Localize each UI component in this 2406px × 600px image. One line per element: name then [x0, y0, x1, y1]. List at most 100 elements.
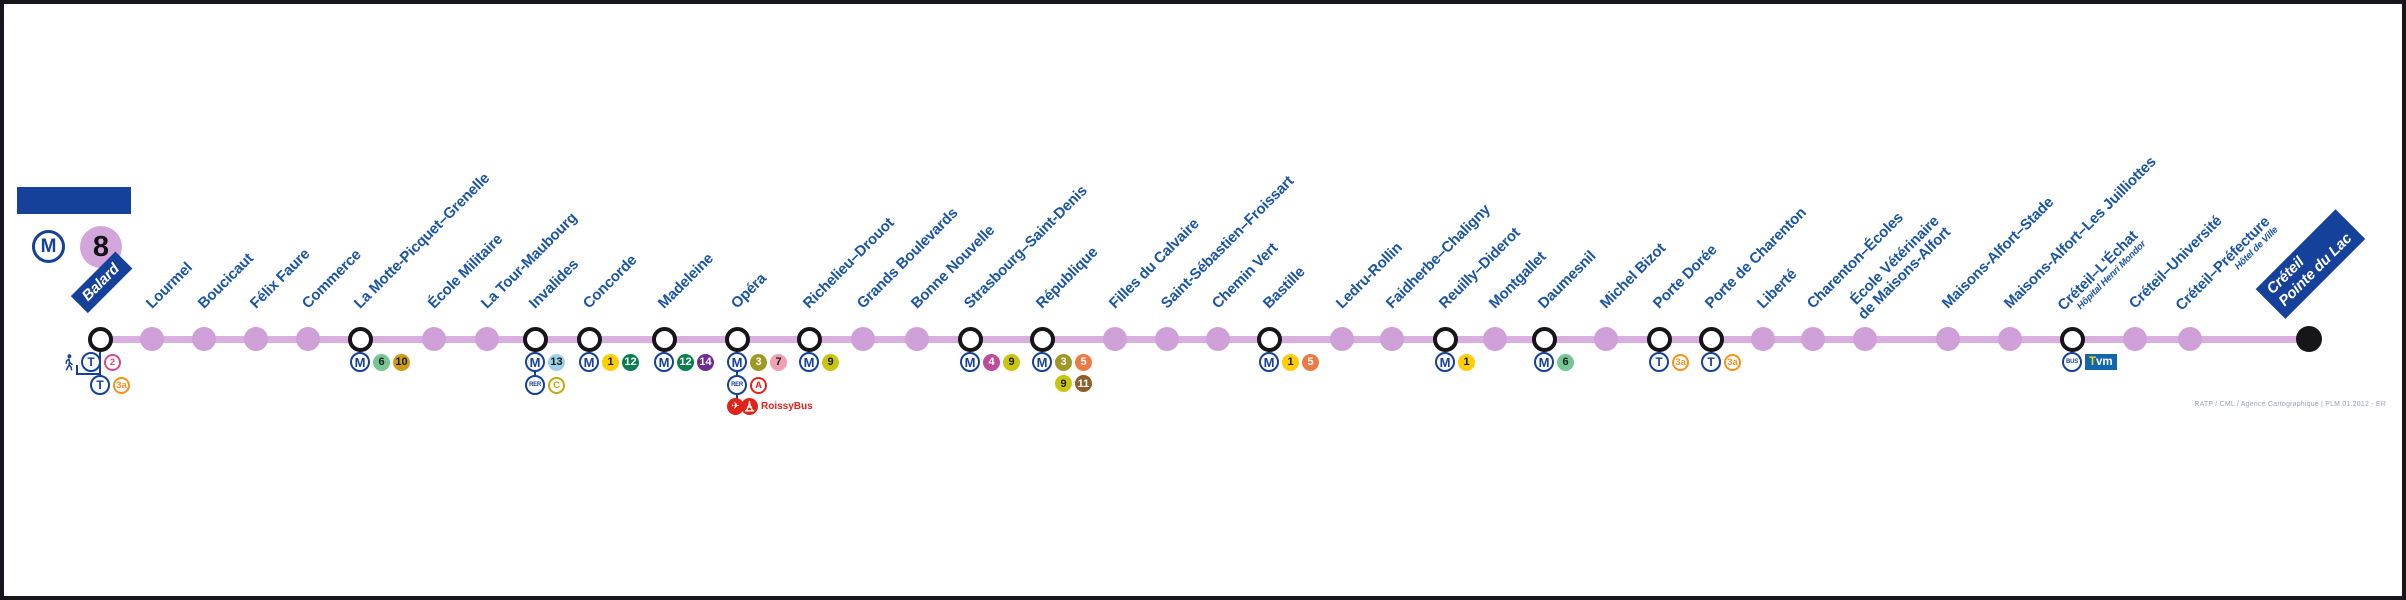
- station-name-line: Madeleine: [654, 249, 717, 312]
- station-label: Maisons-Alfort–Stade: [1938, 193, 2058, 312]
- station-marker: [1936, 327, 1960, 351]
- walk-connector-line: [76, 365, 100, 375]
- metro-m-icon: M: [960, 352, 980, 372]
- station-marker: [140, 327, 164, 351]
- station-marker-interchange: [2059, 326, 2085, 352]
- station-marker-interchange: [1646, 326, 1672, 352]
- station-marker: [1853, 327, 1877, 351]
- station-marker: [475, 327, 499, 351]
- station-marker: [1206, 327, 1230, 351]
- line-badge-5: 5: [1075, 353, 1092, 371]
- station-marker: [244, 327, 268, 351]
- credit-text: RATP / CML / Agence Cartographique | PLM…: [2194, 401, 2386, 408]
- station-marker-interchange: [1256, 326, 1282, 352]
- station-marker-interchange: [957, 326, 983, 352]
- station-marker-interchange: [347, 326, 373, 352]
- station-label: Boucicaut: [195, 250, 257, 312]
- metro-m-icon: M: [525, 352, 545, 372]
- station-name-line: Richelieu–Drouot: [799, 214, 898, 312]
- ring-badge-3a: 3a: [113, 376, 130, 394]
- station-name-line: Maisons-Alfort–Stade: [1938, 193, 2058, 312]
- rer-icon: RER: [727, 375, 747, 395]
- line-badge-3: 3: [750, 353, 767, 371]
- metro-m-icon: M: [654, 352, 674, 372]
- connection-line: [99, 348, 101, 385]
- station-marker: [1483, 327, 1507, 351]
- station-marker-interchange: [1531, 326, 1557, 352]
- station-marker: [1751, 327, 1775, 351]
- line-badge-12: 12: [677, 353, 694, 371]
- metro-m-icon: M: [1435, 352, 1455, 372]
- line-badge-12: 12: [622, 353, 639, 371]
- rer-icon: RER: [525, 375, 545, 395]
- ring-badge-3a: 3a: [1724, 353, 1741, 371]
- station-name-line: Filles du Calvaire: [1105, 215, 1203, 312]
- metro-logo: M: [32, 230, 65, 263]
- station-marker-interchange: [576, 326, 602, 352]
- station-marker-interchange: [1432, 326, 1458, 352]
- station-marker: [905, 327, 929, 351]
- bus-icon: BUS: [2062, 352, 2082, 372]
- station-label: Opéra: [727, 269, 770, 312]
- metro-m-icon: M: [727, 352, 747, 372]
- station-label: Filles du Calvaire: [1105, 215, 1203, 312]
- station-marker: [192, 327, 216, 351]
- line-number: 8: [92, 230, 110, 263]
- station-marker: [296, 327, 320, 351]
- roissybus-label: RoissyBus: [761, 401, 813, 412]
- line-badge-1: 1: [1458, 353, 1475, 371]
- station-marker: [422, 327, 446, 351]
- station-marker: [1330, 327, 1354, 351]
- line-badge-11: 11: [1075, 375, 1092, 392]
- line-badge-9: 9: [1003, 353, 1020, 371]
- station-name-line: République: [1032, 243, 1102, 312]
- eiffel-tower-icon: [744, 400, 755, 412]
- station-marker: [1155, 327, 1179, 351]
- line-8-route: [100, 336, 2309, 343]
- station-name-line: Bastille: [1259, 263, 1309, 312]
- eiffel-tower-circle: [741, 398, 758, 415]
- tram-t-icon: T: [1701, 352, 1721, 372]
- station-name-line: Lourmel: [142, 258, 196, 312]
- line-badge-14: 14: [697, 353, 714, 371]
- station-label: La Motte-Picquet–Grenelle: [351, 170, 494, 312]
- station-label: Richelieu–Drouot: [799, 214, 898, 312]
- ring-badge-2: 2: [104, 353, 121, 371]
- metro-m-icon: M: [350, 352, 370, 372]
- line-badge-3: 3: [1055, 353, 1072, 371]
- walk-icon: [65, 353, 73, 371]
- station-name-line: Concorde: [579, 251, 641, 312]
- station-marker-terminus: [2296, 326, 2322, 352]
- airplane-icon: ✈: [727, 398, 744, 415]
- station-marker-interchange: [522, 326, 548, 352]
- line-badge-7: 7: [770, 353, 787, 371]
- station-marker: [1801, 327, 1825, 351]
- station-marker: [1380, 327, 1404, 351]
- station-name-line: Créteil–Préfecture: [2172, 213, 2274, 315]
- map-canvas: M 8 RATP / CML / Agence Cartographique |…: [4, 4, 2402, 596]
- connection-row: ✈ RoissyBus: [727, 398, 813, 415]
- station-marker-interchange: [724, 326, 750, 352]
- metro-m-icon: M: [1534, 352, 1554, 372]
- station-name-line: Opéra: [727, 269, 770, 312]
- station-marker-interchange: [1029, 326, 1055, 352]
- tram-t-icon: T: [1649, 352, 1669, 372]
- metro-m-icon: M: [1032, 352, 1052, 372]
- line-badge-6: 6: [1557, 353, 1574, 371]
